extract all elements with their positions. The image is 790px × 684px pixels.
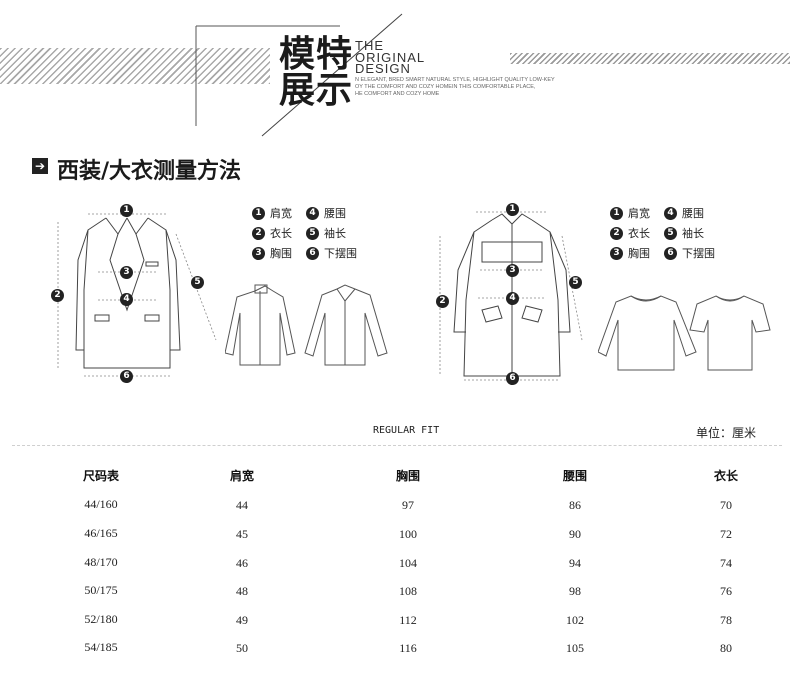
cell-chest: 112 bbox=[399, 613, 417, 627]
banner-en-line1: THE bbox=[355, 38, 384, 53]
jacket-sketches bbox=[225, 284, 388, 366]
cell-length: 72 bbox=[720, 527, 732, 541]
cell-chest: 104 bbox=[399, 556, 417, 570]
marker-length: 2 bbox=[51, 289, 64, 302]
banner-frame bbox=[195, 13, 403, 137]
cell-waist: 98 bbox=[569, 584, 581, 598]
cell-size: 48/170 bbox=[84, 555, 118, 569]
marker-sleeve-coat: 5 bbox=[569, 276, 582, 289]
banner-tagline2: OY THE COMFORT AND COZY HOMEIN THIS COMF… bbox=[355, 84, 536, 90]
banner-tagline3: HE COMFORT AND COZY HOME bbox=[355, 91, 440, 97]
header-length: 衣长 bbox=[713, 469, 739, 483]
suit-jacket-diagram bbox=[57, 213, 217, 377]
arrow-right-icon: ➔ bbox=[32, 158, 48, 174]
cell-shoulder: 49 bbox=[236, 613, 248, 627]
cell-chest: 97 bbox=[402, 498, 414, 512]
cell-shoulder: 46 bbox=[236, 556, 248, 570]
cell-waist: 86 bbox=[569, 498, 581, 512]
marker-sleeve: 5 bbox=[191, 276, 204, 289]
table-divider bbox=[12, 445, 782, 446]
cell-size: 52/180 bbox=[84, 612, 118, 626]
banner-hatch-left bbox=[0, 48, 270, 84]
cell-waist: 105 bbox=[566, 641, 584, 655]
banner-title-line1: 模特 bbox=[279, 34, 354, 75]
cell-size: 44/160 bbox=[84, 497, 118, 511]
marker-waist: 4 bbox=[120, 293, 133, 306]
cell-shoulder: 44 bbox=[236, 498, 248, 512]
banner-en-line3: DESIGN bbox=[355, 61, 411, 76]
cell-waist: 102 bbox=[566, 613, 584, 627]
marker-shoulder-coat: 1 bbox=[506, 203, 519, 216]
cell-size: 54/185 bbox=[84, 640, 118, 654]
marker-hem: 6 bbox=[120, 370, 133, 383]
cell-length: 74 bbox=[720, 556, 732, 570]
cell-chest: 100 bbox=[399, 527, 417, 541]
marker-waist-coat: 4 bbox=[506, 292, 519, 305]
cell-length: 70 bbox=[720, 498, 732, 512]
cell-shoulder: 50 bbox=[236, 641, 248, 655]
banner-title-line2: 展示 bbox=[279, 70, 354, 111]
cell-length: 78 bbox=[720, 613, 732, 627]
header-shoulder: 肩宽 bbox=[229, 469, 255, 483]
marker-length-coat: 2 bbox=[436, 295, 449, 308]
cell-chest: 116 bbox=[399, 641, 417, 655]
cell-waist: 94 bbox=[569, 556, 581, 570]
banner-en-line2: ORIGINAL bbox=[355, 50, 426, 65]
cell-length: 80 bbox=[720, 641, 732, 655]
cell-waist: 90 bbox=[569, 527, 581, 541]
banner-hatch-right bbox=[510, 53, 790, 64]
cell-shoulder: 48 bbox=[236, 584, 248, 598]
fit-label: REGULAR FIT bbox=[373, 425, 440, 436]
cell-length: 76 bbox=[720, 584, 732, 598]
header-waist: 腰围 bbox=[562, 469, 588, 483]
marker-shoulder: 1 bbox=[120, 204, 133, 217]
header-chest: 胸围 bbox=[395, 469, 421, 483]
cell-shoulder: 45 bbox=[236, 527, 248, 541]
cell-size: 50/175 bbox=[84, 583, 118, 597]
cell-chest: 108 bbox=[399, 584, 417, 598]
unit-label: 单位：厘米 bbox=[696, 426, 757, 440]
top-sketches bbox=[598, 295, 771, 371]
section-title: 西装/大衣测量方法 bbox=[57, 159, 242, 184]
marker-hem-coat: 6 bbox=[506, 372, 519, 385]
cell-size: 46/165 bbox=[84, 526, 118, 540]
banner-tagline1: N ELEGANT, BRED SMART NATURAL STYLE, HIG… bbox=[355, 77, 555, 83]
header-size: 尺码表 bbox=[82, 469, 120, 483]
marker-chest-coat: 3 bbox=[506, 264, 519, 277]
marker-chest: 3 bbox=[120, 266, 133, 279]
